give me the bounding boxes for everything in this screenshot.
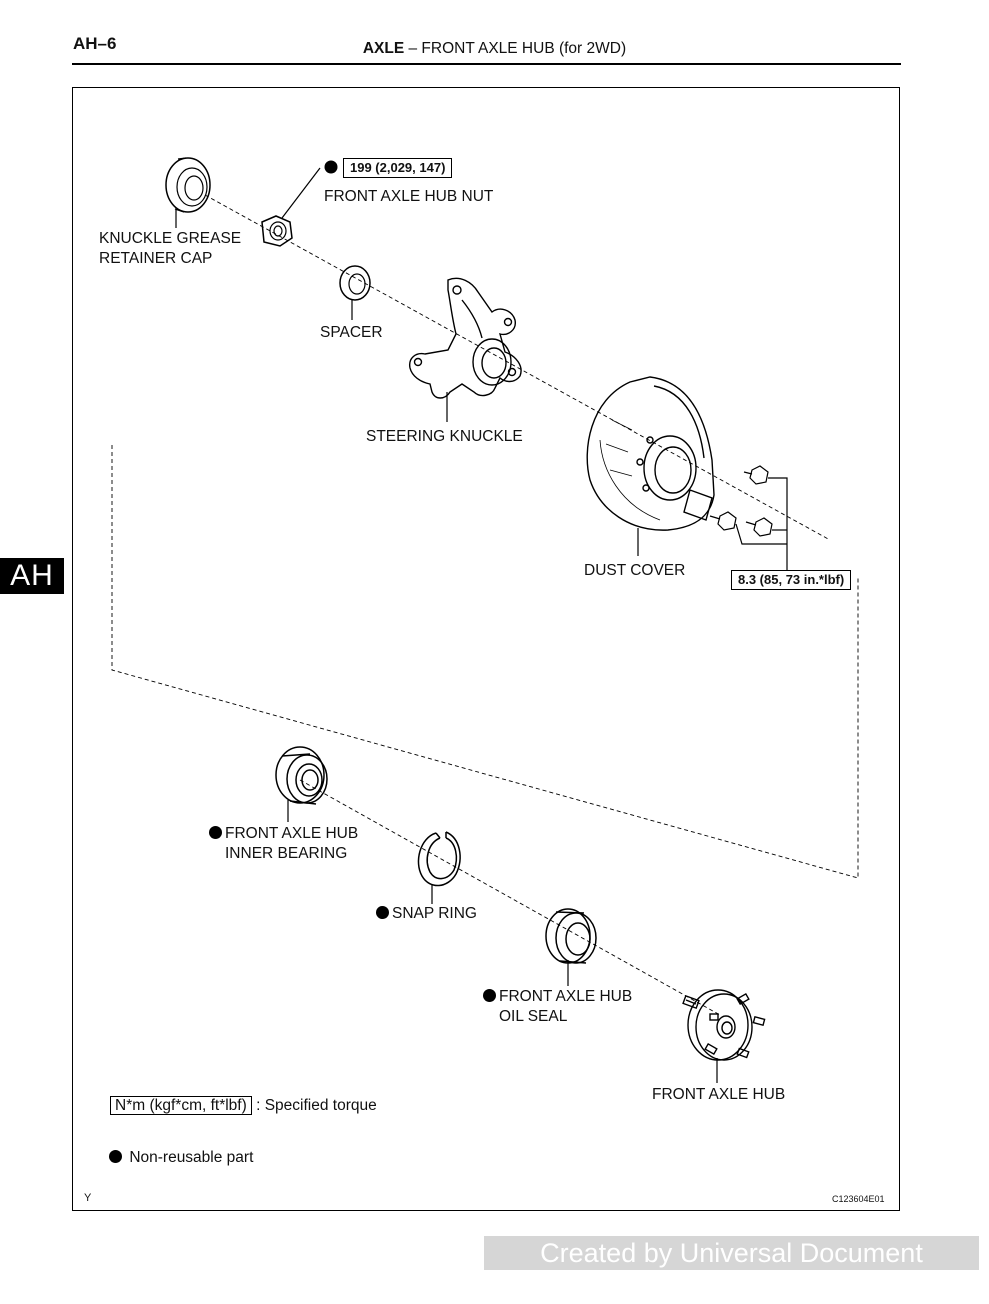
title-bold: AXLE bbox=[362, 40, 405, 57]
label-line: RETAINER CAP bbox=[99, 250, 213, 267]
label-line: INNER BEARING bbox=[225, 845, 348, 862]
figure-id: C123604E01 bbox=[832, 1194, 885, 1204]
label-line: FRONT AXLE HUB bbox=[225, 825, 359, 842]
legend-torque: N*m (kgf*cm, ft*lbf) : Specified torque bbox=[110, 1096, 377, 1116]
label-snap-ring: SNAP RING bbox=[376, 904, 477, 924]
footer-left-code: Y bbox=[84, 1192, 92, 1204]
non-reusable-mark bbox=[483, 989, 496, 1002]
front-axle-hub-shape bbox=[682, 989, 766, 1061]
bolt-shapes bbox=[709, 465, 773, 537]
label-line: OIL SEAL bbox=[499, 1008, 568, 1025]
non-reusable-mark bbox=[209, 826, 222, 839]
dust-cover-shape bbox=[586, 376, 715, 531]
label-inner-bearing: FRONT AXLE HUB INNER BEARING bbox=[209, 824, 358, 864]
page-title: AXLE – FRONT AXLE HUB (for 2WD) bbox=[0, 40, 989, 58]
snap-ring-shape bbox=[417, 831, 461, 887]
hub-nut-torque-box: 199 (2,029, 147) bbox=[343, 158, 453, 178]
label-steering-knuckle: STEERING KNUCKLE bbox=[366, 428, 523, 445]
label-line: SNAP RING bbox=[392, 905, 477, 922]
label-oil-seal: FRONT AXLE HUB OIL SEAL bbox=[483, 987, 632, 1027]
label-hub-nut: FRONT AXLE HUB NUT bbox=[324, 188, 494, 205]
non-reusable-mark bbox=[324, 160, 338, 174]
header-rule bbox=[72, 63, 901, 65]
page-number: AH–6 bbox=[73, 34, 117, 53]
title-rest: – FRONT AXLE HUB (for 2WD) bbox=[404, 40, 627, 57]
hub-nut-shape bbox=[261, 215, 293, 247]
non-reusable-mark bbox=[376, 906, 389, 919]
label-line: KNUCKLE GREASE bbox=[99, 230, 242, 247]
inner-bearing-shape bbox=[275, 746, 328, 805]
diagram-frame bbox=[72, 87, 900, 1211]
label-front-axle-hub: FRONT AXLE HUB bbox=[652, 1086, 786, 1103]
legend-torque-desc: : Specified torque bbox=[256, 1097, 377, 1114]
dust-cover-bolt-torque-box: 8.3 (85, 73 in.*lbf) bbox=[731, 570, 852, 590]
watermark-banner: Created by Universal Document Converter bbox=[484, 1236, 979, 1302]
label-grease-retainer-cap: KNUCKLE GREASE RETAINER CAP bbox=[99, 229, 241, 269]
oil-seal-shape bbox=[545, 908, 597, 964]
label-line: FRONT AXLE HUB bbox=[499, 988, 633, 1005]
spacer-shape bbox=[339, 265, 371, 301]
legend-torque-unit: N*m (kgf*cm, ft*lbf) bbox=[110, 1096, 252, 1115]
label-spacer: SPACER bbox=[320, 324, 383, 341]
grease-retainer-cap-shape bbox=[165, 157, 211, 213]
non-reusable-mark bbox=[109, 1150, 122, 1163]
steering-knuckle-shape bbox=[409, 277, 522, 399]
section-tab: AH bbox=[0, 558, 64, 594]
label-dust-cover: DUST COVER bbox=[584, 562, 686, 579]
legend-non-reusable: Non-reusable part bbox=[109, 1148, 253, 1168]
legend-non-reusable-text: Non-reusable part bbox=[129, 1149, 254, 1166]
